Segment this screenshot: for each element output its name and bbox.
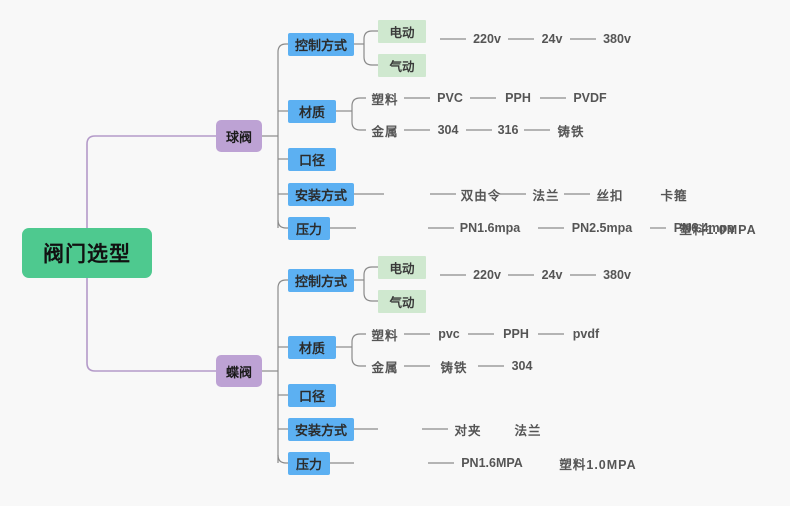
- category-node-caliber-bottom[interactable]: 口径: [288, 384, 336, 407]
- leaf-flange-bottom[interactable]: 法兰: [514, 423, 542, 438]
- category-node-caliber-top[interactable]: 口径: [288, 148, 336, 171]
- leaf-castiron-bottom[interactable]: 铸铁: [440, 360, 468, 375]
- category-node-pressure-top[interactable]: 压力: [288, 217, 330, 240]
- option-node-electric-bottom[interactable]: 电动: [378, 256, 426, 279]
- leaf-metal-top[interactable]: 金属: [371, 124, 399, 139]
- leaf-316-top[interactable]: 316: [497, 123, 519, 137]
- leaf-380v-bottom[interactable]: 380v: [603, 268, 631, 282]
- leaf-pn25-top[interactable]: PN2.5mpa: [571, 221, 633, 235]
- leaf-pph-top[interactable]: PPH: [505, 91, 531, 105]
- leaf-shuangyouling-top[interactable]: 双由令: [460, 188, 502, 203]
- leaf-pph-bottom[interactable]: PPH: [503, 327, 529, 341]
- leaf-pn64-top[interactable]: PN6.4mpa: [673, 221, 735, 235]
- leaf-220v-top[interactable]: 220v: [473, 32, 501, 46]
- category-node-material-bottom[interactable]: 材质: [288, 336, 336, 359]
- leaf-pn16-bottom[interactable]: PN1.6MPA: [461, 456, 523, 470]
- leaf-plastic10-top[interactable]: 塑料1.0MPA: [679, 222, 757, 237]
- b-ctrl-down: [363, 280, 378, 302]
- leaf-pvc-bottom[interactable]: pvc: [438, 327, 460, 341]
- t-mat-up: [351, 97, 366, 111]
- leaf-24v-top[interactable]: 24v: [541, 32, 563, 46]
- leaf-plastic-bottom[interactable]: 塑料: [371, 328, 399, 343]
- branch-node-qiufa[interactable]: 球阀: [216, 120, 262, 152]
- leaf-304-bottom[interactable]: 304: [511, 359, 533, 373]
- branch-node-diefa[interactable]: 蝶阀: [216, 355, 262, 387]
- t-mat-down: [351, 111, 366, 131]
- leaf-flange-top[interactable]: 法兰: [532, 188, 560, 203]
- category-node-install-bottom[interactable]: 安装方式: [288, 418, 354, 441]
- category-node-material-top[interactable]: 材质: [288, 100, 336, 123]
- leaf-clamp-top[interactable]: 卡箍: [660, 188, 688, 203]
- t-ctrl-up: [363, 30, 378, 44]
- leaf-24v-bottom[interactable]: 24v: [541, 268, 563, 282]
- leaf-380v-top[interactable]: 380v: [603, 32, 631, 46]
- leaf-castiron-top[interactable]: 铸铁: [557, 124, 585, 139]
- leaf-pn16-top[interactable]: PN1.6mpa: [459, 221, 521, 235]
- leaf-plastic-top[interactable]: 塑料: [371, 92, 399, 107]
- leaf-220v-bottom[interactable]: 220v: [473, 268, 501, 282]
- leaf-thread-top[interactable]: 丝扣: [596, 188, 624, 203]
- leaf-pvdf-top[interactable]: PVDF: [573, 91, 607, 105]
- category-node-control-top[interactable]: 控制方式: [288, 33, 354, 56]
- leaf-pvc-top[interactable]: PVC: [437, 91, 463, 105]
- b-mat-up: [351, 333, 366, 347]
- leaf-wafer-bottom[interactable]: 对夹: [454, 423, 482, 438]
- leaf-plastic10-bottom[interactable]: 塑料1.0MPA: [559, 457, 637, 472]
- category-node-pressure-bottom[interactable]: 压力: [288, 452, 330, 475]
- leaf-pvdf-bottom[interactable]: pvdf: [572, 327, 600, 341]
- option-node-pneumatic-top[interactable]: 气动: [378, 54, 426, 77]
- t-stub-1: [277, 43, 288, 53]
- b-stub-1: [277, 279, 288, 289]
- leaf-304-top[interactable]: 304: [437, 123, 459, 137]
- category-node-install-top[interactable]: 安装方式: [288, 183, 354, 206]
- t-ctrl-down: [363, 44, 378, 66]
- b-mat-down: [351, 347, 366, 367]
- category-node-control-bottom[interactable]: 控制方式: [288, 269, 354, 292]
- option-node-pneumatic-bottom[interactable]: 气动: [378, 290, 426, 313]
- b-stub-5: [277, 454, 288, 464]
- b-ctrl-up: [363, 266, 378, 280]
- option-node-electric-top[interactable]: 电动: [378, 20, 426, 43]
- leaf-metal-bottom[interactable]: 金属: [371, 360, 399, 375]
- t-stub-5: [277, 219, 288, 229]
- root-node[interactable]: 阀门选型: [22, 228, 152, 278]
